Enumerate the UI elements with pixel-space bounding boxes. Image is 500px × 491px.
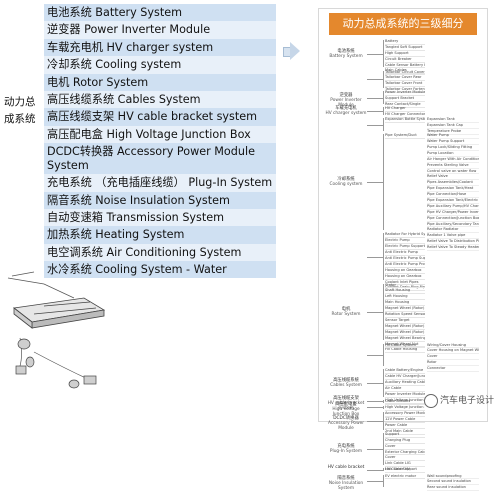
bracket-line	[383, 134, 384, 230]
bracket-line	[383, 468, 384, 471]
component-column: HV Cable System	[385, 343, 425, 349]
system-name-en: Plug-In System	[325, 449, 367, 454]
connector-line	[367, 182, 383, 183]
battery-pack-illustration	[14, 298, 104, 328]
subsystem-row: 加热系统 Heating System	[44, 226, 276, 243]
component-item: High Voltage Junction Box	[385, 405, 425, 411]
component-column: High Voltage Junction Box	[385, 405, 425, 411]
system-name-en: Rotor System	[325, 312, 367, 317]
bracket-line	[383, 412, 384, 430]
system-name-en: Noise Insulation System	[325, 481, 367, 491]
subsystem-row: 高压线缆系统 Cables System	[44, 91, 276, 108]
connector-line	[367, 470, 383, 471]
system-name-en: Cooling system	[325, 182, 367, 187]
connector-line	[367, 125, 383, 126]
subsystem-row: 自动变速箱 Transmission System	[44, 209, 276, 226]
component-column: Expansion Bottle System	[385, 117, 425, 123]
watermark: 汽车电子设计	[424, 393, 494, 408]
connector-line	[367, 111, 383, 112]
bracket-line	[383, 475, 384, 488]
component-column: Cable Bracket	[385, 399, 425, 405]
bracket-line	[383, 71, 384, 89]
connector-line	[367, 257, 383, 258]
bracket-line	[383, 369, 384, 396]
bracket-line	[383, 91, 384, 104]
bracket-line	[383, 233, 384, 280]
system-name-en: Battery System	[325, 54, 367, 59]
component-column: Pipe System/Duct	[385, 133, 425, 139]
right-arrow-icon	[283, 42, 297, 60]
subsystem-row: DCDC转换器 Accessory Power Module System	[44, 143, 276, 174]
sub-component-item: Connector	[427, 366, 479, 372]
component-item: HV Cable Support	[385, 467, 425, 473]
subsystem-row: 车载充电机 HV charger system	[44, 39, 276, 56]
system-name-cn: HV cable bracket	[325, 465, 367, 470]
connector-line	[367, 401, 383, 402]
bracket-line	[383, 433, 384, 465]
component-item: Cable Bracket	[385, 399, 425, 405]
component-item: Expansion Bottle System	[385, 117, 425, 123]
component-item: Pipe System/Duct	[385, 133, 425, 139]
bracket-line	[383, 284, 384, 341]
connector-line	[367, 383, 383, 384]
subsystem-row: 电空调系统 Air Conditioning System	[44, 244, 276, 261]
sub-component-item: Relief Valve To Steady Heater Pipe	[427, 245, 479, 251]
connector-line	[367, 54, 383, 55]
watermark-text: 汽车电子设计	[440, 396, 494, 406]
bracket-line	[383, 406, 384, 409]
system-name-en: Cables System	[325, 383, 367, 388]
connector-line	[367, 98, 383, 99]
bracket-line	[383, 118, 384, 131]
panel-title: 动力总成系统的三级细分	[329, 13, 477, 35]
bracket-line	[383, 40, 384, 67]
bracket-line	[383, 344, 384, 367]
component-item: HV Cable System	[385, 343, 425, 349]
subsystem-row: 逆变器 Power Inverter Module	[44, 21, 276, 38]
connector-line	[367, 481, 383, 482]
cable-illustration	[8, 272, 90, 380]
sub-component-item: Rear sound insulation	[427, 485, 479, 491]
bracket-line	[383, 400, 384, 403]
system-label: HV cable bracket	[325, 465, 367, 470]
bracket-line	[383, 107, 384, 115]
connector-line	[367, 79, 383, 80]
connector-line	[367, 312, 383, 313]
subsystem-row: 电池系统 Battery System	[44, 4, 276, 21]
connector-line	[367, 421, 383, 422]
subsystem-row: 冷却系统 Cooling system	[44, 56, 276, 73]
connector-line	[367, 407, 383, 408]
wechat-logo-icon	[424, 394, 438, 408]
component-item: EV electric motor	[385, 474, 425, 480]
system-name-en: Accessory Power Module	[325, 421, 367, 431]
component-column: EV electric motor	[385, 474, 425, 480]
connector-line	[367, 449, 383, 450]
subsystem-row: 隔音系统 Noise Insulation System	[44, 192, 276, 209]
subsystem-row: 电机 Rotor System	[44, 74, 276, 91]
powertrain-illustration	[4, 268, 124, 416]
subsystem-row: 高压配电盒 High Voltage Junction Box	[44, 126, 276, 143]
subsystem-row: 高压线缆支架 HV cable bracket system	[44, 108, 276, 125]
connector-line	[367, 355, 383, 356]
group-label: 动力总成系统	[4, 94, 44, 128]
subsystem-row: 充电系统 （充电插座线缆） Plug-In System	[44, 174, 276, 191]
component-column: HV Cable Support	[385, 467, 425, 473]
system-name-en: HV charger system	[325, 111, 367, 116]
